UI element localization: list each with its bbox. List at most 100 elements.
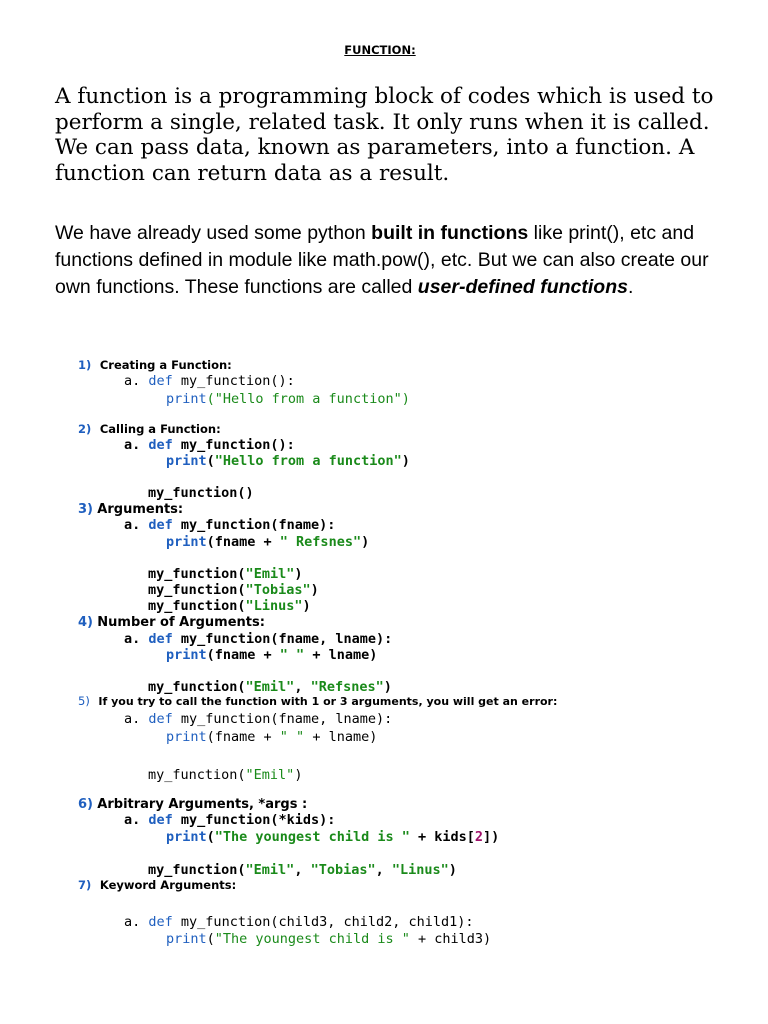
intro-paragraph-serif: A function is a programming block of cod… (55, 84, 714, 186)
code-text: + child3) (409, 931, 492, 947)
section-2-code-print: print("Hello from a function") (166, 453, 410, 469)
intro-text-3: . (627, 276, 634, 298)
section-6-code-def: a. def my_function(*kids): (124, 812, 335, 828)
code-string: "Tobias" (310, 862, 376, 878)
code-text: my_function(): (172, 437, 295, 453)
intro-text-1: We have already used some python (55, 222, 372, 244)
section-1-heading: 1) Creating a Function: (78, 357, 232, 373)
section-5-code-print: print(fname + " " + lname) (166, 729, 377, 745)
keyword-def: def (148, 914, 173, 930)
list-letter: a. (124, 812, 141, 828)
code-string: Tobias (253, 582, 303, 598)
section-3-number: 3) (78, 502, 93, 517)
section-6-call: my_function("Emil", "Tobias", "Linus") (148, 862, 457, 878)
code-text: my_function(fname, lname): (172, 711, 393, 727)
section-1-code-def: a. def my_function(): (124, 373, 295, 389)
keyword-print: print (166, 534, 207, 550)
list-letter: a. (124, 631, 141, 647)
keyword-print: print (166, 647, 207, 663)
section-2-number: 2) (78, 422, 92, 436)
section-3-heading: 3) Arguments: (78, 501, 183, 518)
keyword-def: def (148, 373, 173, 389)
section-2-title: Calling a Function: (99, 422, 221, 436)
section-5-code-def: a. def my_function(fname, lname): (124, 711, 392, 727)
section-4-code-def: a. def my_function(fname, lname): (124, 631, 392, 647)
section-2-heading: 2) Calling a Function: (78, 421, 221, 437)
intro-bolditalic-userdefined: user-defined functions (417, 276, 628, 298)
code-string: " Refsnes" (279, 534, 362, 550)
keyword-def: def (148, 711, 173, 727)
section-3-code-def: a. def my_function(fname): (124, 517, 335, 533)
code-text: + kids[ (409, 829, 475, 845)
keyword-print: print (166, 829, 207, 845)
section-3-title: Arguments: (97, 502, 184, 517)
code-text: my_function(): (172, 373, 295, 389)
keyword-def: def (148, 517, 173, 533)
keyword-def: def (148, 631, 173, 647)
section-3-call-1: my_function("Emil") (148, 566, 303, 582)
section-4-code-print: print(fname + " " + lname) (166, 647, 377, 663)
code-string: "Hello from a function" (214, 453, 402, 469)
intro-bold-builtin: built in functions (371, 222, 529, 244)
keyword-print: print (166, 729, 207, 745)
code-string: "Emil" (245, 862, 295, 878)
code-string: "Emil" (245, 767, 295, 783)
code-string: " " (279, 729, 305, 745)
section-1-code-print: print("Hello from a function") (166, 391, 410, 407)
section-7-number: 7) (78, 878, 92, 892)
list-letter: a. (124, 517, 141, 533)
section-2-code-def: a. def my_function(): (124, 437, 295, 453)
code-text: (fname + (206, 729, 280, 745)
section-5-heading: 5) If you try to call the function with … (78, 693, 557, 710)
code-string: "The youngest child is " (214, 931, 410, 947)
list-letter: a. (124, 437, 141, 453)
section-4-call: my_function("Emil", "Refsnes") (148, 679, 392, 695)
code-text: my_function(*kids): (172, 812, 336, 828)
section-1-number: 1) (78, 358, 92, 372)
code-string: "Refsnes" (310, 679, 384, 695)
section-4-title: Number of Arguments: (97, 615, 265, 630)
section-6-code-print: print("The youngest child is " + kids[2]… (166, 829, 500, 845)
intro-text-2: like print(), etc and functions defined … (55, 222, 709, 298)
keyword-print: print (166, 931, 207, 947)
code-string: Linus (253, 598, 295, 614)
keyword-def: def (148, 437, 173, 453)
code-text: (fname + (206, 534, 280, 550)
section-6-title: Arbitrary Arguments, *args : (97, 797, 308, 812)
keyword-print: print (166, 391, 207, 407)
section-7-title: Keyword Arguments: (99, 878, 237, 892)
code-string: "The youngest child is " (214, 829, 410, 845)
section-6-number: 6) (78, 797, 93, 812)
section-3-call-2: my_function("Tobias") (148, 582, 319, 598)
list-letter: a. (124, 914, 141, 930)
code-text: my_function(fname): (172, 517, 336, 533)
list-letter: a. (124, 373, 141, 389)
code-text: + lname) (304, 729, 378, 745)
keyword-print: print (166, 453, 207, 469)
section-4-number: 4) (78, 615, 93, 630)
code-number: 2 (474, 829, 484, 845)
section-3-call-3: my_function("Linus") (148, 598, 311, 614)
code-string: "Linus" (391, 862, 449, 878)
code-string: "Emil" (245, 679, 295, 695)
code-text: my_function(child3, child2, child1): (172, 914, 474, 930)
section-7-heading: 7) Keyword Arguments: (78, 877, 236, 893)
code-text: ]) (483, 829, 500, 845)
list-letter: a. (124, 711, 141, 727)
section-3-code-print: print(fname + " Refsnes") (166, 534, 369, 550)
code-text: ) (361, 534, 370, 550)
code-text: my_function(fname, lname): (172, 631, 393, 647)
code-text: + lname) (304, 647, 378, 663)
section-5-number: 5) (78, 694, 90, 708)
section-6-heading: 6) Arbitrary Arguments, *args : (78, 796, 307, 813)
document-title: FUNCTION: (344, 43, 416, 57)
section-7-code-print: print("The youngest child is " + child3) (166, 931, 492, 947)
section-4-heading: 4) Number of Arguments: (78, 614, 265, 631)
section-7-code-def: a. def my_function(child3, child2, child… (124, 914, 474, 930)
code-string: Emil (253, 566, 287, 582)
section-5-call: my_function("Emil") (148, 767, 303, 783)
section-5-title: If you try to call the function with 1 o… (98, 695, 558, 708)
keyword-def: def (148, 812, 173, 828)
section-1-title: Creating a Function: (99, 358, 232, 372)
